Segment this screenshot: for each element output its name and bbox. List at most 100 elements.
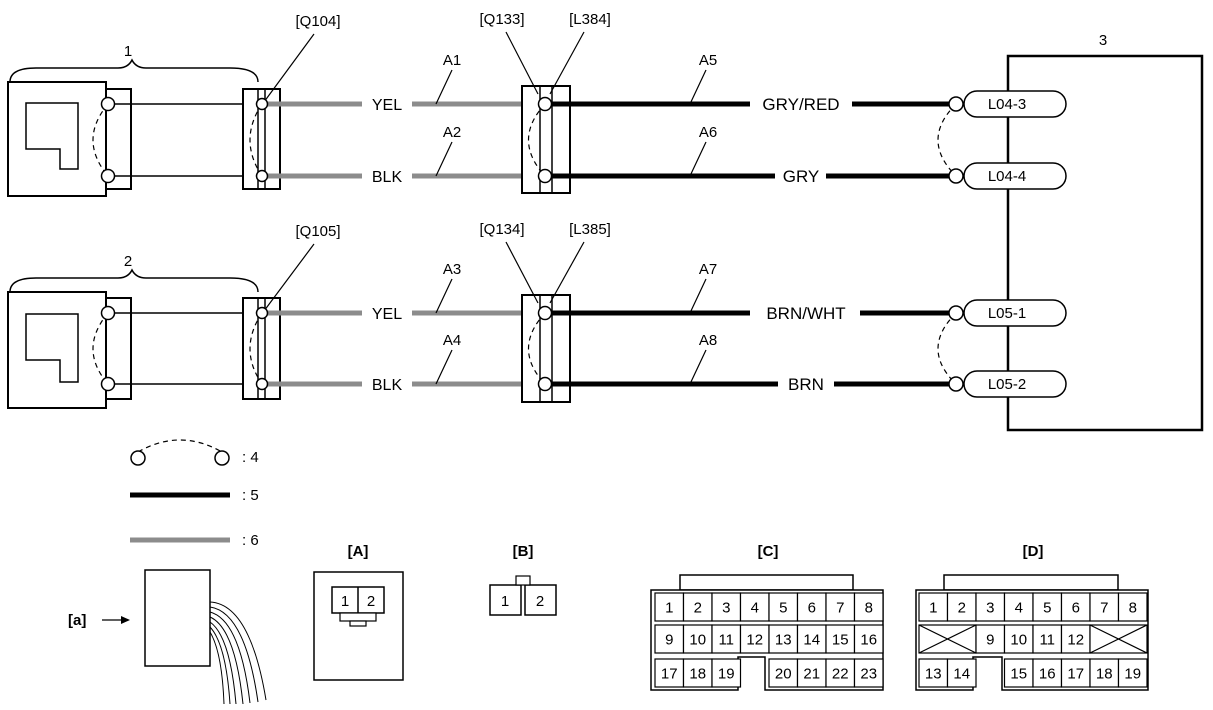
svg-text:[C]: [C]: [758, 543, 779, 560]
sensor-1-symbol: [25, 102, 79, 170]
svg-text:: 6: : 6: [242, 532, 259, 549]
view-C-pin-1: 1: [665, 600, 673, 617]
view-C-pin-6: 6: [808, 600, 816, 617]
view-C-pin-22: 22: [832, 666, 849, 683]
view-C-pin-1-cell: [654, 592, 685, 622]
connector-view-a: [a]: [68, 569, 267, 705]
view-C-pin-9-cell: [654, 624, 685, 654]
terminal-circles: [100, 96, 964, 392]
ecu-callout: 3: [1099, 32, 1107, 49]
view-B-pin-2: 2: [536, 593, 544, 610]
view-C-pin-8: 8: [865, 600, 873, 617]
view-C-pin-10-cell: [682, 624, 713, 654]
svg-text:L04-3: L04-3: [988, 96, 1026, 113]
view-C-pin-7: 7: [836, 600, 844, 617]
shield-arcs: [92, 103, 957, 385]
connector-view-A: [A] 1 2: [313, 543, 404, 681]
wire-label-a5: A5: [699, 52, 717, 69]
view-B-pin-1: 1: [501, 593, 509, 610]
wire-labels-gray: A1 A2 A3 A4: [435, 52, 461, 385]
svg-text:: 5: : 5: [242, 487, 259, 504]
ref-q134: [Q134]: [479, 221, 524, 238]
view-C-pin-3-cell: [711, 592, 742, 622]
view-C-pin-11-cell: [711, 624, 742, 654]
view-D-pin-16: 16: [1039, 666, 1056, 683]
wire-label-a6: A6: [699, 124, 717, 141]
svg-text:[A]: [A]: [348, 543, 369, 560]
terminal-l04-3: L04-3: [963, 90, 1067, 118]
wire-label-a2: A2: [443, 124, 461, 141]
wire-color-yel-2: YEL: [372, 306, 402, 323]
legend: : 4 : 5 : 6: [130, 439, 259, 549]
wire-label-a1: A1: [443, 52, 461, 69]
view-A-pin-2: 2: [367, 593, 375, 610]
view-D-pin-7: 7: [1100, 600, 1108, 617]
connector-view-B: [B] 1 2: [489, 543, 557, 616]
view-D-pin-11: 11: [1039, 632, 1055, 649]
arrow-right-icon: [121, 616, 130, 624]
sensor-2-callout: 2: [124, 253, 132, 270]
sensor-1-callout: 1: [124, 43, 132, 60]
view-D-pin-19-cell: [1117, 658, 1148, 688]
view-C-pin-23: 23: [860, 666, 877, 683]
wire-color-brn-wht: BRN/WHT: [766, 304, 845, 323]
sensor-1: 1: [7, 43, 259, 197]
terminal-l04-4: L04-4: [963, 162, 1067, 190]
sensor-2-symbol: [25, 313, 79, 383]
view-C-pin-22-cell: [825, 658, 856, 688]
view-D-pin-1-cell: [918, 592, 949, 622]
wire-label-a7: A7: [699, 261, 717, 278]
view-C-pin-12-cell: [739, 624, 770, 654]
view-C-pin-16: 16: [860, 632, 877, 649]
view-C-pin-17-cell: [654, 658, 685, 688]
wire-color-brn: BRN: [788, 375, 824, 394]
view-C-pin-16-cell: [853, 624, 884, 654]
view-D-pin-18-cell: [1089, 658, 1120, 688]
wire-color-blk-2: BLK: [372, 377, 403, 394]
view-C-pin-2-cell: [682, 592, 713, 622]
view-C-pin-10: 10: [689, 632, 706, 649]
view-C-pin-13: 13: [775, 632, 792, 649]
view-C-pin-14-cell: [796, 624, 827, 654]
view-C-pin-15-cell: [825, 624, 856, 654]
view-D-pin-2: 2: [958, 600, 966, 617]
view-D-blank-right-cross: [1089, 624, 1148, 654]
sensor-1-body: [7, 81, 107, 197]
ecu-3: 3 L04-3 L04-4 L05-1 L05-2: [963, 32, 1204, 432]
view-D-pin-3: 3: [986, 600, 994, 617]
view-C-pin-12: 12: [746, 632, 763, 649]
view-D-pin-10: 10: [1010, 632, 1027, 649]
wire-color-blk-1: BLK: [372, 169, 403, 186]
view-C-pin-21: 21: [803, 666, 820, 683]
svg-text:[B]: [B]: [513, 543, 534, 560]
view-C-pin-4: 4: [751, 600, 759, 617]
view-a-arrow-label: [a]: [68, 612, 86, 629]
wire-color-yel-1: YEL: [372, 97, 402, 114]
sensor-2-body: [7, 291, 107, 409]
legend-black-wire: : 5: [130, 487, 259, 504]
view-C-pin-11: 11: [718, 632, 734, 649]
svg-text:[D]: [D]: [1023, 543, 1044, 560]
sensor-2-brace: [9, 268, 259, 293]
view-D-pin-1: 1: [929, 600, 937, 617]
view-D-pin-9: 9: [986, 632, 994, 649]
view-C-pin-6-cell: [796, 592, 827, 622]
legend-gray-wire: : 6: [130, 532, 259, 549]
sensor-1-brace: [9, 58, 259, 83]
view-D-pin-14-cell: [946, 658, 977, 688]
view-D-pin-13-cell: [918, 658, 949, 688]
view-C-pin-15: 15: [832, 632, 849, 649]
view-C-pin-21-cell: [796, 658, 827, 688]
view-D-pin-19: 19: [1124, 666, 1141, 683]
svg-text:L05-2: L05-2: [988, 376, 1026, 393]
view-C-pin-8-cell: [853, 592, 884, 622]
view-D-pin-9-cell: [975, 624, 1006, 654]
terminal-l05-2: L05-2: [963, 370, 1067, 398]
gray-wires: [266, 101, 545, 387]
view-D-pin-10-cell: [1003, 624, 1034, 654]
legend-shield: : 4: [130, 439, 259, 466]
view-A-pin-1: 1: [341, 593, 349, 610]
view-C-pin-7-cell: [825, 592, 856, 622]
